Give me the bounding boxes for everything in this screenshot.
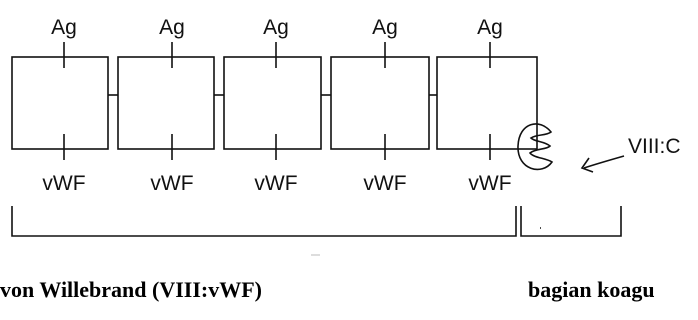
subunit-box-2	[118, 57, 214, 149]
subunit-box-1	[12, 57, 108, 149]
factor-viii-c-shape	[518, 124, 552, 169]
vwf-bracket	[12, 206, 516, 236]
vwf-label-4: vWF	[363, 172, 406, 195]
viii-c-label: VIII:C	[628, 135, 681, 158]
subunit-box-5	[437, 57, 537, 149]
ag-label-3: Ag	[263, 16, 289, 39]
vwf-label-5: vWF	[468, 172, 511, 195]
ag-label-5: Ag	[477, 16, 503, 39]
vwf-label-1: vWF	[42, 172, 85, 195]
arrow-shaft	[584, 156, 624, 168]
ag-label-1: Ag	[51, 16, 77, 39]
subunit-box-3	[224, 57, 321, 149]
ag-label-4: Ag	[372, 16, 398, 39]
caption-von-willebrand: von Willebrand (VIII:vWF)	[0, 277, 262, 302]
viii-c-bracket	[521, 206, 621, 236]
subunit-box-4	[331, 57, 429, 149]
vwf-label-2: vWF	[150, 172, 193, 195]
ag-label-2: Ag	[159, 16, 185, 39]
vwf-label-3: vWF	[254, 172, 297, 195]
caption-coagulation-part: bagian koagu	[528, 277, 655, 302]
